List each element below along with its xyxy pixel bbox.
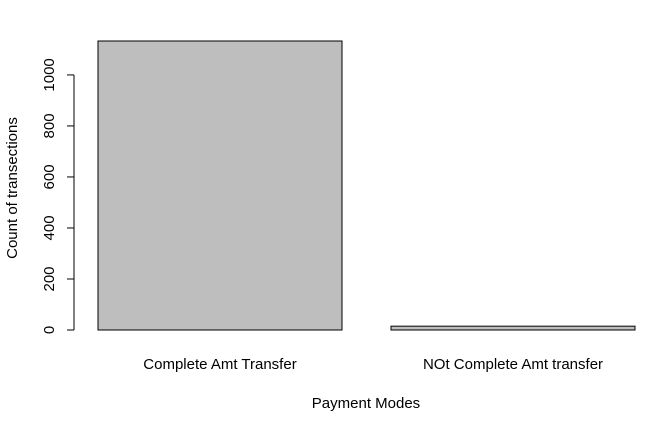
bar-2 (390, 325, 636, 331)
category-label: NOt Complete Amt transfer (423, 356, 603, 373)
y-tick-label: 200 (41, 266, 58, 291)
category-label: Complete Amt Transfer (143, 356, 296, 373)
x-axis-label: Payment Modes (312, 395, 420, 412)
y-tick-label: 600 (41, 164, 58, 189)
y-tick-label: 1000 (41, 58, 58, 91)
y-axis: 0 200 400 600 800 1000 (41, 58, 75, 334)
y-axis-label: Count of transections (4, 117, 21, 259)
bars (97, 40, 636, 331)
category-labels: Complete Amt Transfer NOt Complete Amt tr… (143, 356, 603, 373)
y-tick-label: 0 (41, 326, 58, 334)
bar-1 (97, 40, 343, 331)
y-tick-label: 800 (41, 113, 58, 138)
y-tick-label: 400 (41, 215, 58, 240)
